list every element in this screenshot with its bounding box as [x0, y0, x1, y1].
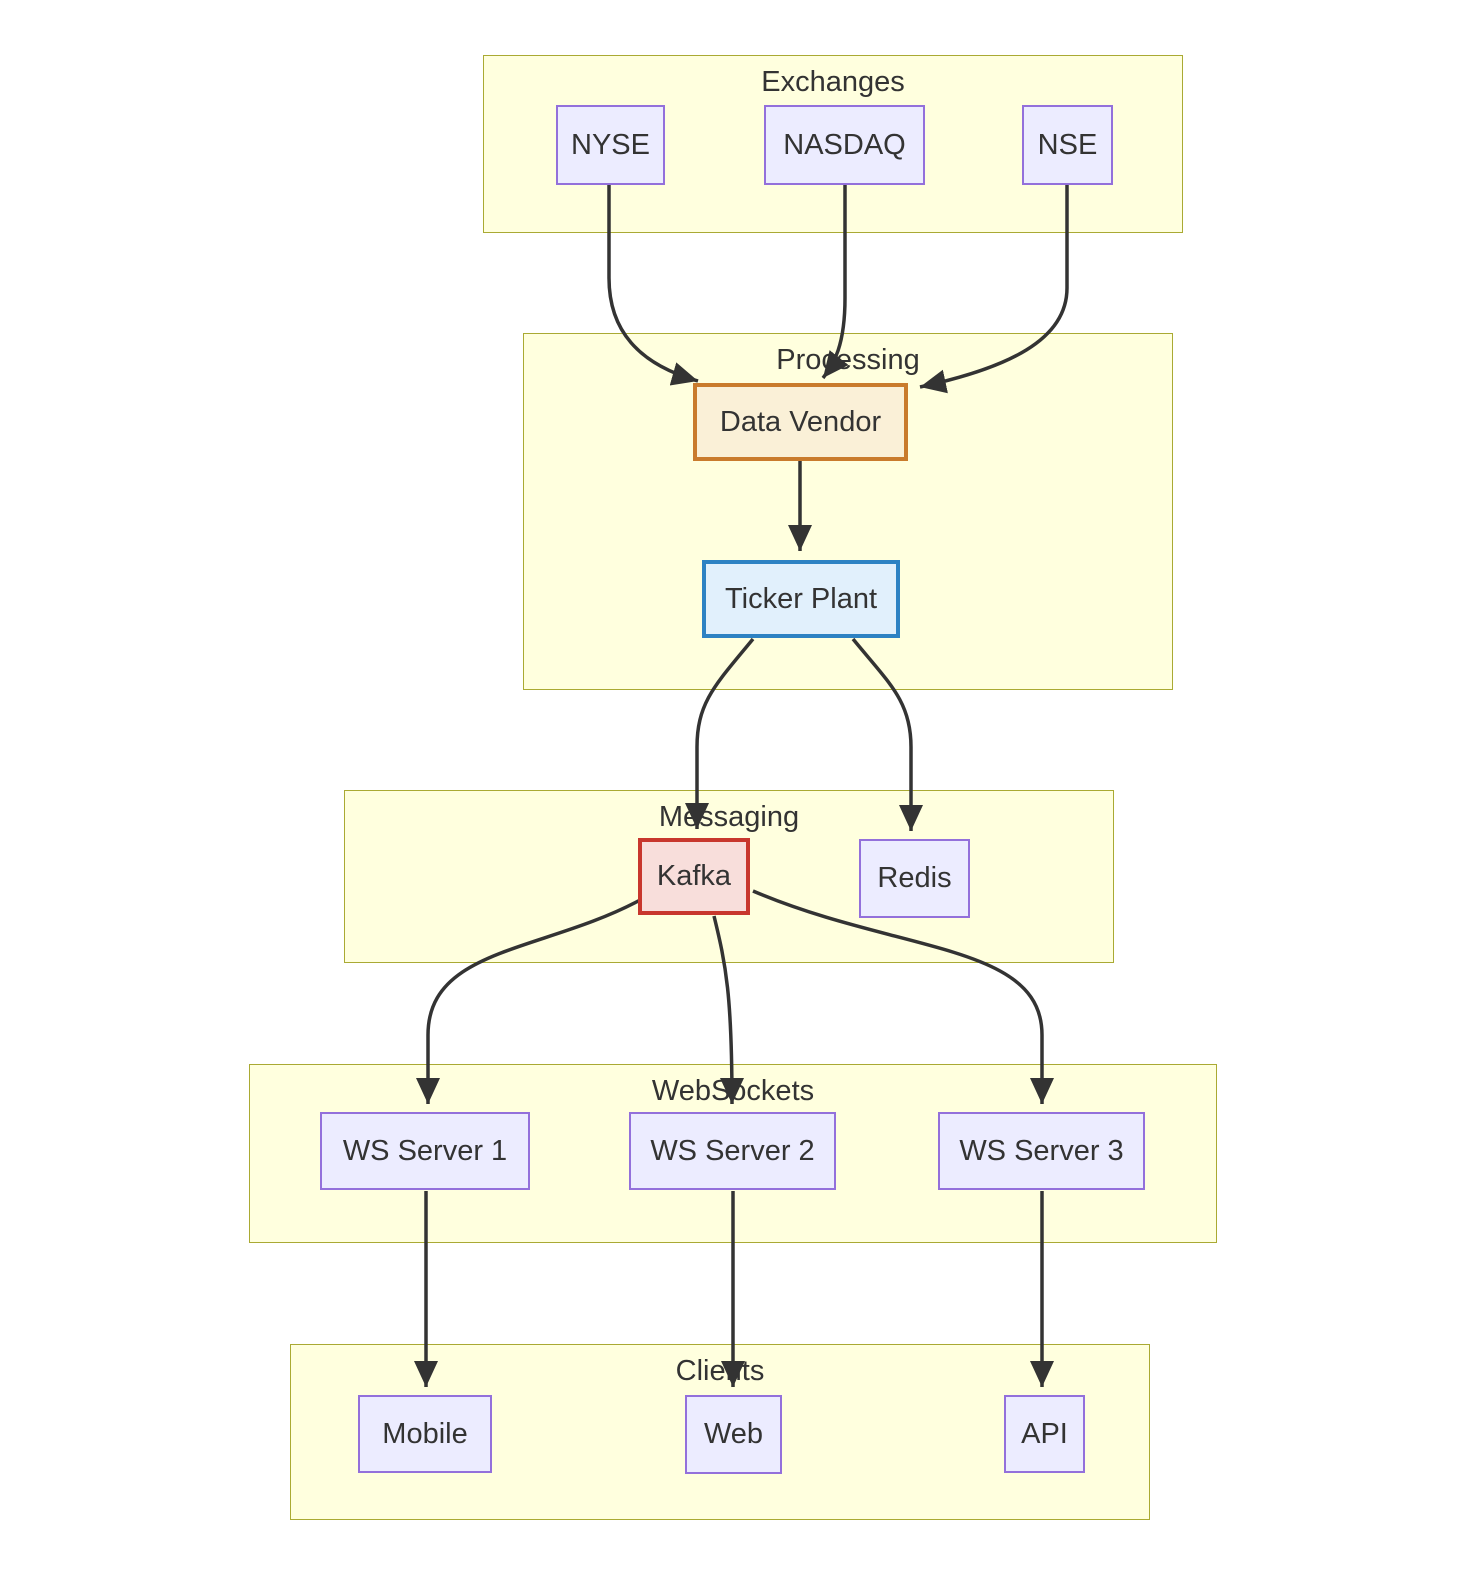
- node-ticker-plant: Ticker Plant: [702, 560, 900, 638]
- node-web: Web: [685, 1395, 782, 1474]
- node-redis: Redis: [859, 839, 970, 918]
- subgraph-processing-title: Processing: [776, 344, 920, 376]
- subgraph-clients-title: Clients: [675, 1355, 765, 1387]
- node-api: API: [1004, 1395, 1085, 1473]
- subgraph-websockets-title: WebSockets: [651, 1075, 815, 1107]
- subgraph-exchanges-title: Exchanges: [761, 66, 905, 98]
- node-nse: NSE: [1022, 105, 1113, 185]
- node-ws-server-1: WS Server 1: [320, 1112, 530, 1190]
- node-ws-server-2: WS Server 2: [629, 1112, 836, 1190]
- node-ws-server-3: WS Server 3: [938, 1112, 1145, 1190]
- subgraph-messaging-title: Messaging: [658, 801, 800, 833]
- node-kafka: Kafka: [638, 838, 750, 915]
- node-nasdaq: NASDAQ: [764, 105, 925, 185]
- node-data-vendor: Data Vendor: [693, 383, 908, 461]
- node-mobile: Mobile: [358, 1395, 492, 1473]
- node-nyse: NYSE: [556, 105, 665, 185]
